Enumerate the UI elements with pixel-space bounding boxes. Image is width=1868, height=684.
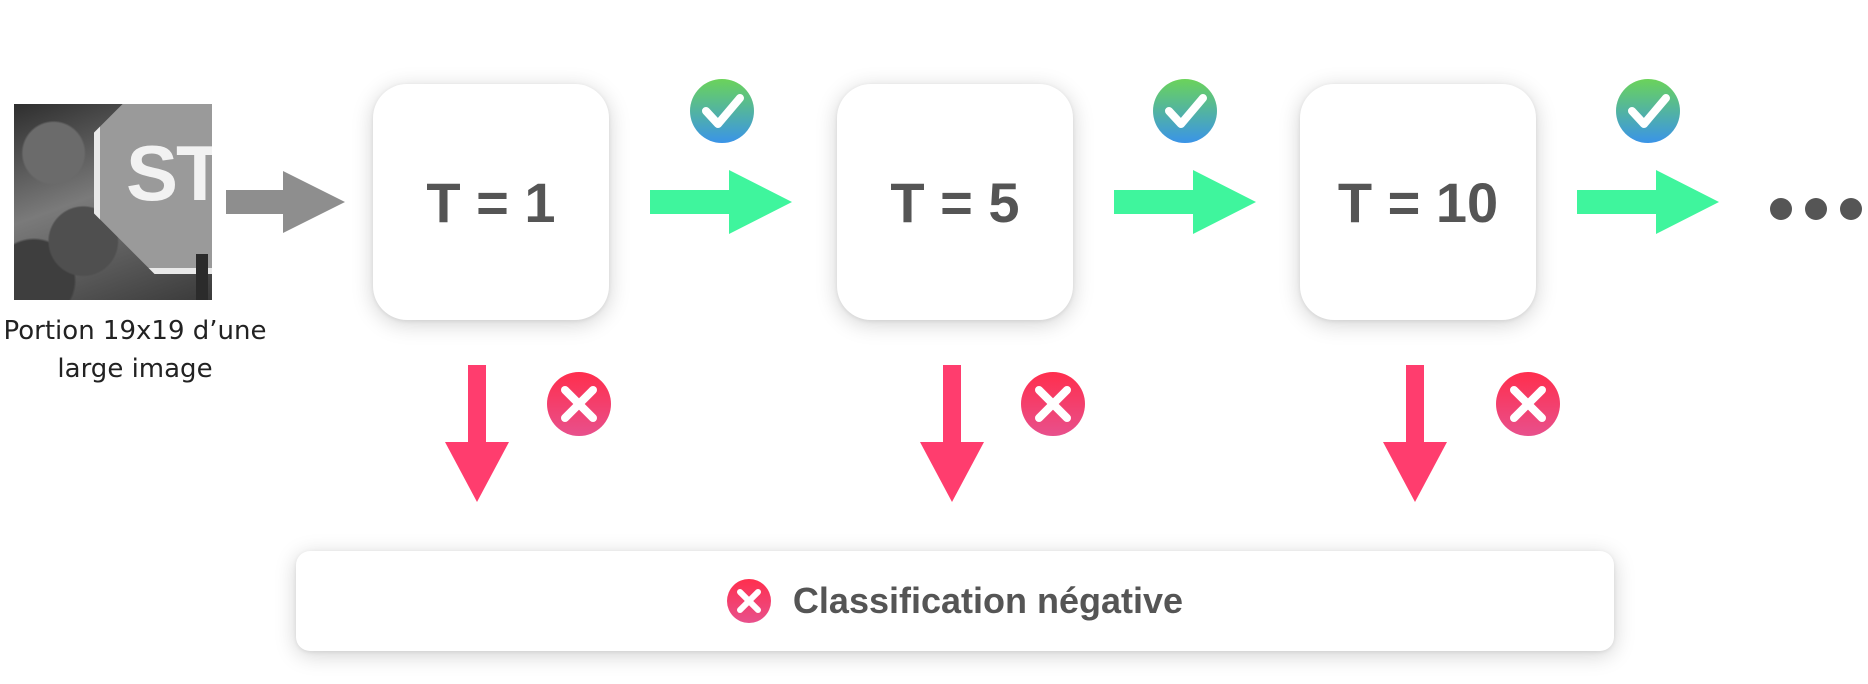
checkmark-icon bbox=[1153, 79, 1217, 143]
checkmark-icon bbox=[1616, 79, 1680, 143]
input-caption: Portion 19x19 d’une large image bbox=[0, 312, 270, 388]
stage-box-1: T = 1 bbox=[373, 84, 609, 320]
checkmark-icon bbox=[690, 79, 754, 143]
ellipsis-dot bbox=[1805, 198, 1827, 220]
stage-box-3: T = 10 bbox=[1300, 84, 1536, 320]
cross-icon bbox=[1496, 372, 1560, 436]
cross-icon bbox=[726, 579, 771, 623]
ellipsis-dot bbox=[1840, 198, 1862, 220]
stop-sign-text: STO bbox=[126, 129, 212, 217]
input-caption-line2: large image bbox=[57, 354, 213, 384]
input-image-thumbnail: STO bbox=[14, 104, 212, 300]
ellipsis-dot bbox=[1770, 198, 1792, 220]
pass-arrow-2 bbox=[1114, 170, 1256, 234]
negative-classification-label: Classification négative bbox=[792, 580, 1184, 621]
input-caption-line1: Portion 19x19 d’une bbox=[3, 316, 267, 346]
cross-icon bbox=[547, 372, 611, 436]
negative-classification-box: Classification négative bbox=[296, 551, 1614, 651]
stage-label-1: T = 1 bbox=[426, 170, 556, 234]
pass-arrow-3 bbox=[1577, 170, 1719, 234]
input-arrow bbox=[226, 171, 345, 233]
reject-arrow-1 bbox=[445, 365, 509, 502]
pass-arrow-1 bbox=[650, 170, 792, 234]
continuation-ellipsis bbox=[1768, 188, 1864, 224]
stage-box-2: T = 5 bbox=[837, 84, 1073, 320]
cross-icon bbox=[1021, 372, 1085, 436]
stage-label-3: T = 10 bbox=[1337, 170, 1499, 234]
reject-arrow-2 bbox=[920, 365, 984, 502]
sign-pole bbox=[196, 254, 208, 300]
stage-label-2: T = 5 bbox=[890, 170, 1020, 234]
reject-arrow-3 bbox=[1383, 365, 1447, 502]
